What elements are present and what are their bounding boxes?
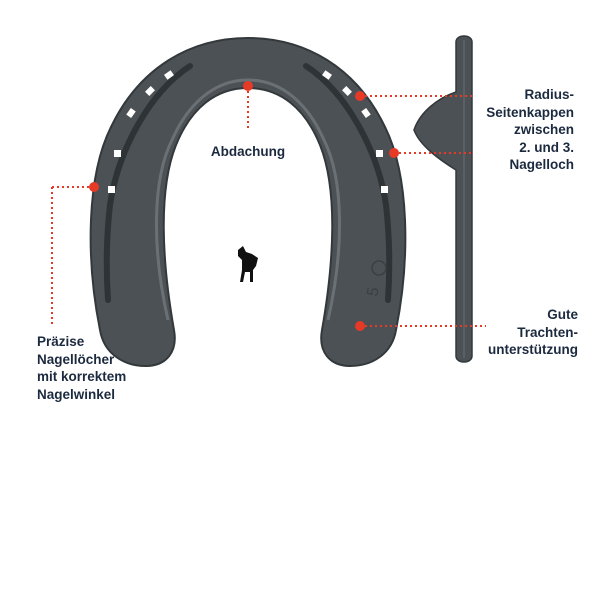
praezise-label: Präzise Nagellöcher mit korrektem Nagelw… <box>37 333 177 403</box>
right-nail-groove <box>303 63 393 303</box>
shoe-size-mark: 5 <box>364 286 382 298</box>
nail-hole <box>342 86 352 96</box>
praezise-line-1: Präzise <box>37 334 85 349</box>
radius-line-3: zwischen <box>513 122 574 137</box>
abdachung-label: Abdachung <box>200 143 296 161</box>
nail-hole <box>376 150 383 157</box>
nail-hole <box>164 70 174 80</box>
radius-dot-upper <box>355 91 365 101</box>
right-nail-holes <box>322 70 388 193</box>
nail-hole <box>361 108 371 118</box>
horseshoe-side-profile <box>413 35 473 363</box>
nail-hole <box>322 70 332 80</box>
nail-hole <box>126 108 136 118</box>
nail-hole <box>145 86 155 96</box>
radius-dot-lower <box>389 148 399 158</box>
abdachung-text: Abdachung <box>210 144 286 159</box>
marker-lines <box>51 86 486 327</box>
nail-hole <box>114 150 121 157</box>
gute-label: Gute Trachten- unterstützung <box>470 306 578 359</box>
radius-line-2: Seitenkappen <box>486 104 574 120</box>
gute-line-3: unterstützung <box>488 342 578 357</box>
gute-line-1: Gute <box>547 307 578 322</box>
praezise-line-3: mit korrektem <box>37 369 127 384</box>
horseshoe-body <box>89 36 407 368</box>
radius-line-5: Nagelloch <box>509 157 574 172</box>
nail-hole <box>108 186 115 193</box>
gute-line-2: Trachten- <box>517 324 578 340</box>
radius-line-4: 2. und 3. <box>519 139 574 155</box>
radius-label: Radius- Seitenkappen zwischen 2. und 3. … <box>460 86 574 174</box>
left-nail-holes <box>108 70 174 193</box>
horse-silhouette-icon <box>238 246 258 282</box>
nail-hole <box>381 186 388 193</box>
gute-dot <box>355 321 365 331</box>
praezise-line-4: Nagelwinkel <box>37 386 116 402</box>
praezise-line-2: Nagellöcher <box>37 351 115 367</box>
abdachung-bevel <box>155 78 341 321</box>
abdachung-dot <box>243 81 253 91</box>
left-nail-groove <box>103 63 193 303</box>
radius-line-1: Radius- <box>524 87 574 102</box>
size-circle-mark <box>371 260 387 276</box>
marker-dots <box>89 81 399 331</box>
praezise-dot <box>89 182 99 192</box>
